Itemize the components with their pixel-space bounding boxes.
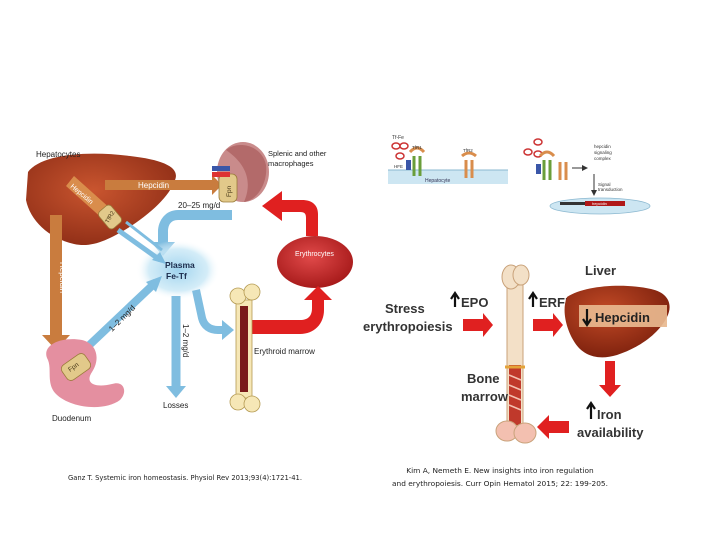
signal-label-1: Signal (598, 182, 611, 187)
plasma-label-1: Plasma (165, 260, 195, 270)
left-citation: Ganz T. Systemic iron homeostasis. Physi… (67, 474, 303, 482)
tfr2-receptor (98, 204, 122, 230)
right-citation-1: Kim A, Nemeth E. New insights into iron … (406, 466, 594, 475)
hepcidin-signaling-diagram: Hepatocyte Tf-Fe TfR1 HFE TfR2 hepcidin … (370, 130, 670, 220)
stress-arrow (463, 313, 493, 337)
loss-rate: 1–2 mg/d (181, 324, 190, 357)
systemic-iron-diagram: Hepatocytes Hepcidin Hepcidin TfR2 Hepci… (0, 0, 360, 540)
bone-label-1: Bone (467, 371, 500, 386)
liver-shape (26, 153, 176, 246)
hepatocytes-label: Hepatocytes (36, 150, 80, 159)
marrow-label: Erythroid marrow (254, 347, 315, 356)
hepcidin-label: Hepcidin (595, 310, 650, 325)
bone-label-2: marrow (461, 389, 509, 404)
rbc-to-macro-arrow (262, 191, 318, 236)
complex-label-1: hepcidin (594, 144, 611, 149)
hepcidin-top-label: Hepcidin (138, 181, 169, 190)
liver-plasma-arrow-1 (116, 227, 162, 263)
duodenum-label: Duodenum (52, 414, 91, 423)
iron-bone-arrow (537, 415, 569, 439)
tfr-a-label: TfR1 (412, 145, 422, 150)
stress-label-2: erythropoiesis (363, 319, 453, 334)
absorb-rate: 1–2 mg/d (107, 303, 137, 333)
hepcidin-band-liver (66, 176, 112, 220)
signal-label-2: transduction (598, 187, 623, 192)
duodenum-shape (46, 339, 125, 408)
erythrocytes-label: Erythrocytes (295, 251, 334, 258)
epo-up-arrow (450, 291, 460, 307)
complex-label-2: signaling (594, 150, 612, 155)
tf-fe-molecules (391, 142, 409, 160)
recycle-rate: 20–25 mg/d (178, 201, 220, 210)
plasma-label-2: Fe-Tf (166, 271, 187, 281)
femur-bone (229, 283, 261, 413)
tf-fe-molecules-2 (523, 138, 543, 158)
erfe-up-arrow (528, 291, 538, 307)
iron-label-1: Iron (597, 407, 622, 422)
tffe-label: Tf-Fe (392, 135, 404, 141)
bone-liver-arrow (533, 313, 563, 337)
splenic-label-2: macrophages (268, 159, 314, 168)
signaling-complex (536, 150, 568, 180)
iron-up-arrow (586, 401, 596, 419)
iron-label-2: availability (577, 425, 644, 440)
bone-shape (495, 264, 537, 444)
splenic-label-1: Splenic and other (268, 149, 327, 158)
liver-plasma-arrow-2 (125, 220, 163, 252)
hepcidin-down-arrow (582, 309, 592, 327)
hepcidin-banner (579, 305, 667, 327)
liver-label: Liver (585, 263, 616, 278)
liver-down-arrow (599, 361, 621, 397)
complex-label-3: complex (594, 156, 612, 161)
stress-label-1: Stress (385, 301, 425, 316)
tfr1-hfe-receptor (406, 146, 426, 176)
absorb-arrow (79, 279, 159, 355)
fpn-duodenum (60, 353, 92, 381)
hepcidin-gene-label: hepcidin (592, 201, 607, 206)
hepatocyte-label: Hepatocyte (425, 178, 451, 184)
hepcidin-arrow-side (42, 215, 70, 350)
plasma-marrow-arrow (192, 289, 226, 334)
tfr2-receptor-right (461, 151, 477, 178)
tfr-b-label: TfR2 (463, 148, 473, 153)
hepcidin-gene (585, 201, 625, 206)
epo-label: EPO (461, 295, 488, 310)
hepcidin-arrow-top (105, 175, 222, 195)
right-citation-2: and erythropoiesis. Curr Opin Hematol 20… (392, 479, 608, 488)
losses-label: Losses (163, 401, 188, 410)
hepcidin-side-label: Hepcidin (58, 262, 67, 293)
erythropoiesis-diagram: Stress erythropoiesis EPO Bone marrow ER… (355, 255, 675, 455)
hfe-label: HFE (394, 164, 403, 169)
marrow-to-rbc-arrow (248, 286, 332, 334)
fpn-macrophage-label: Fpn (226, 185, 233, 197)
erythrocyte-shape (277, 236, 353, 288)
